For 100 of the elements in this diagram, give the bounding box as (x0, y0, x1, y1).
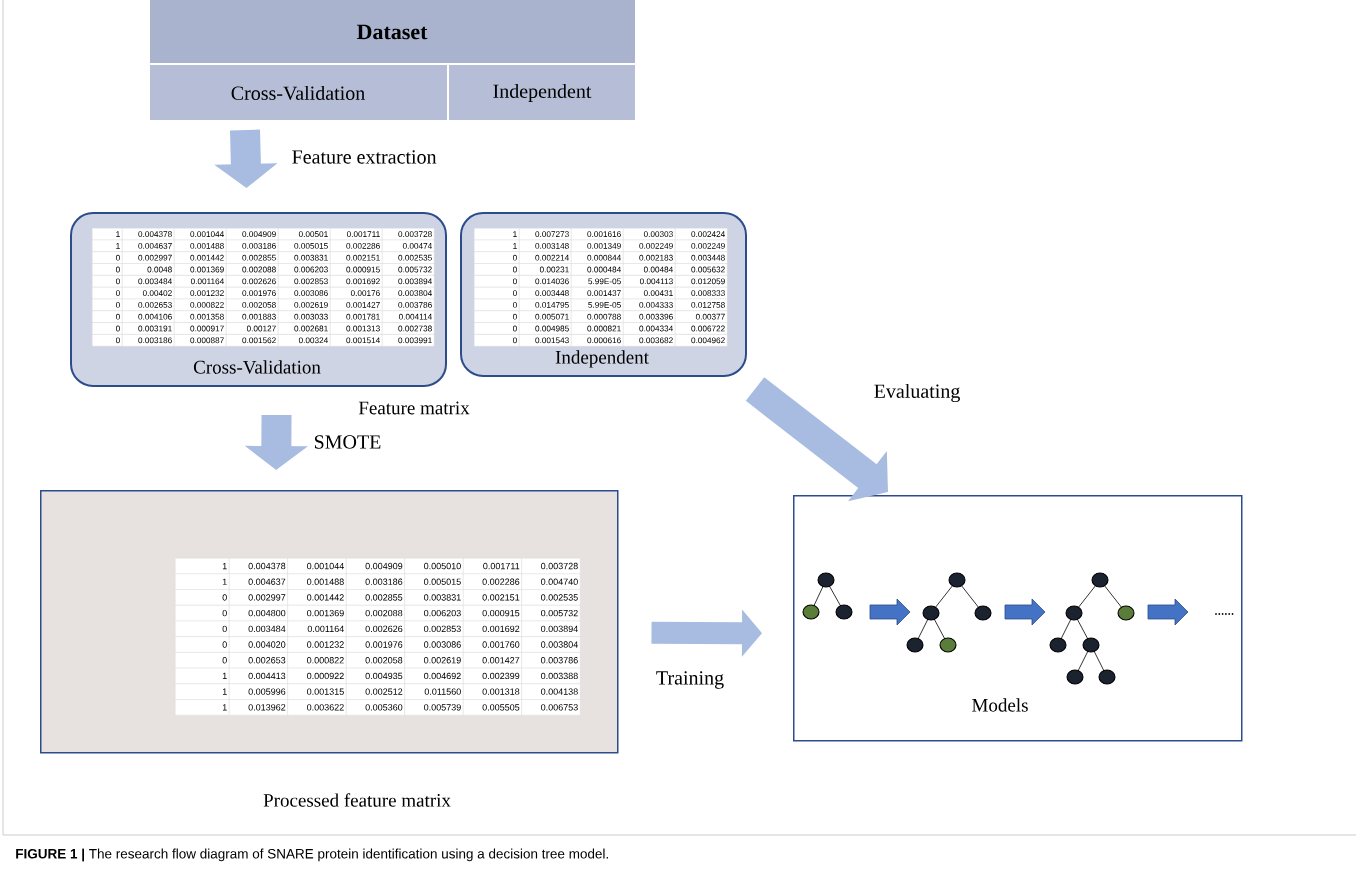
table-cell: 0.00501 (278, 228, 331, 241)
table-cell: 0.003991 (382, 334, 435, 347)
table-cell: 0.001442 (287, 589, 347, 606)
table-cell: 0.001562 (226, 334, 279, 347)
table-cell: 0 (474, 251, 520, 264)
table-cell: 0 (175, 620, 230, 637)
table-cell: 0.005732 (521, 605, 581, 622)
table-cell: 0 (474, 263, 520, 276)
table-cell: 0.002853 (278, 275, 331, 288)
table-cell: 0.001692 (330, 275, 383, 288)
table-cell: 0.005732 (382, 263, 435, 276)
table-cell: 0 (92, 263, 123, 276)
table-cell: 0.004378 (229, 558, 288, 575)
header-cell: Cross-Validation (150, 65, 447, 120)
table-cell: 0.003894 (382, 275, 435, 288)
table-cell: 0.00231 (519, 263, 572, 276)
table-cell: 0.002286 (330, 239, 383, 252)
table-cell: 0 (175, 605, 230, 622)
table-cell: 0.005015 (404, 573, 464, 590)
table-cell: 0 (92, 310, 123, 323)
table-cell: 0 (92, 322, 123, 335)
figure-caption: FIGURE 1 | The research flow diagram of SNARE protein identification using a decision tree model. (16, 848, 608, 862)
table-cell: 0.003148 (519, 239, 572, 252)
table-cell: 1 (92, 228, 123, 241)
table-cell: 0.001164 (174, 275, 227, 288)
node-label: Independent (493, 83, 592, 103)
table-cell: 0.004413 (229, 667, 288, 684)
table-cell: 0.002653 (122, 298, 175, 311)
table-cell: 0.002088 (226, 263, 279, 276)
table-cell: 0.001232 (287, 636, 347, 653)
table-cell: 0.002151 (330, 251, 383, 264)
table-cell: 0.00431 (623, 287, 676, 300)
table-cell: 0.001427 (330, 298, 383, 311)
table-cell: 5.99E-05 (571, 298, 624, 311)
table-cell: 0.003831 (278, 251, 331, 264)
table-cell: 0.002626 (346, 620, 405, 637)
edge-label: SMOTE (312, 433, 383, 451)
table-cell: 0.001781 (330, 310, 383, 323)
table-cell: 0.002151 (463, 589, 522, 606)
table-cell: 0.001427 (463, 652, 522, 669)
table-cell: 0.005996 (229, 683, 288, 700)
table-cell: 0.00303 (623, 228, 676, 241)
table-cell: 0.003186 (226, 239, 279, 252)
table-cell: 0.013962 (229, 699, 288, 716)
table-cell: 0.001692 (463, 620, 522, 637)
edge-label: Training (654, 669, 726, 691)
table-cell: 0.002512 (346, 683, 405, 700)
table-cell: 0.002058 (226, 298, 279, 311)
table-cell: 0.004740 (521, 573, 581, 590)
table-cell: 0.001044 (174, 228, 227, 241)
table-cell: 1 (474, 239, 520, 252)
models-box: Models (793, 495, 1243, 742)
table-cell: 0.006722 (675, 322, 728, 335)
table-cell: 0.004935 (346, 667, 405, 684)
table-cell: 0.006203 (278, 263, 331, 276)
table-cell: 0.000821 (571, 322, 624, 335)
table-cell: 0.000915 (463, 605, 522, 622)
table-cell: 0.004637 (122, 239, 175, 252)
table-cell: 0.003894 (521, 620, 581, 637)
table-cell: 0.003804 (382, 287, 435, 300)
table-cell: 0 (474, 310, 520, 323)
header-cell: Independent (449, 65, 635, 120)
table-cell: 0.005360 (346, 699, 405, 716)
table-cell: 0.000917 (174, 322, 227, 335)
table-cell: 0.002855 (226, 251, 279, 264)
table-cell: 0.003786 (382, 298, 435, 311)
table-cell: 0.003728 (521, 558, 581, 575)
table-cell: 0.0048 (122, 263, 175, 276)
table-cell: 1 (175, 683, 230, 700)
table-cell: 0.014795 (519, 298, 572, 311)
table-cell: 0.004020 (229, 636, 288, 653)
table-cell: 0.004962 (675, 334, 728, 347)
table-cell: 1 (474, 228, 520, 241)
table-cell: 0.001976 (346, 636, 405, 653)
table-cell: 0.00484 (623, 263, 676, 276)
table-cell: 0.001883 (226, 310, 279, 323)
table-cell: 0.012059 (675, 275, 728, 288)
table-cell: 0.000616 (571, 334, 624, 347)
table-cell: 0.003448 (519, 287, 572, 300)
table-cell: 0.001437 (571, 287, 624, 300)
edge-label: Feature extraction (290, 148, 438, 166)
table-cell: 0.002183 (623, 251, 676, 264)
table-cell: 0.002853 (404, 620, 464, 637)
table-cell: 0.003728 (382, 228, 435, 241)
table-cell: 0.004106 (122, 310, 175, 323)
table-cell: 0.003186 (346, 573, 405, 590)
table-cell: 0.001616 (571, 228, 624, 241)
table-cell: 0.001315 (287, 683, 347, 700)
table-cell: 0.002738 (382, 322, 435, 335)
table-cell: 1 (175, 699, 230, 716)
table-cell: 0.006203 (404, 605, 464, 622)
table-cell: 0.000887 (174, 334, 227, 347)
table-cell: 0.001164 (287, 620, 347, 637)
table-cell: 0 (474, 298, 520, 311)
table-cell: 0.000915 (330, 263, 383, 276)
table-cell: 0.003396 (623, 310, 676, 323)
table-cell: 0.001488 (287, 573, 347, 590)
table-cell: 0.002249 (623, 239, 676, 252)
table-cell: 0.003448 (675, 251, 728, 264)
table-cell: 0.005010 (404, 558, 464, 575)
